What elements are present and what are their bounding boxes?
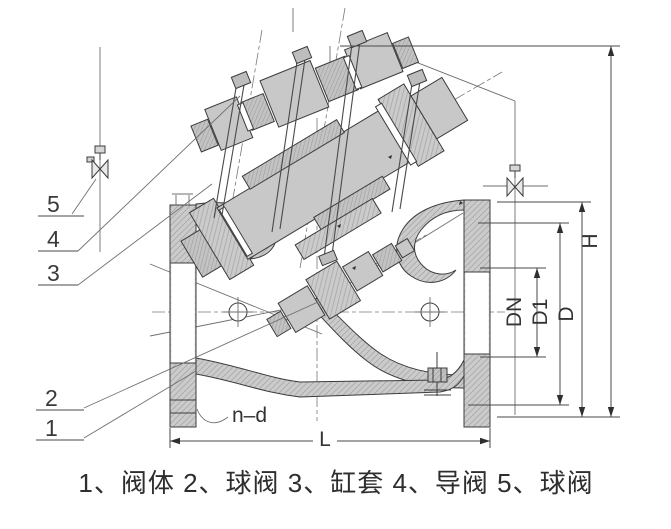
part-label-2: 2 (45, 385, 58, 411)
dim-label-D1: D1 (529, 299, 552, 326)
bolt-hole-circles (223, 297, 445, 327)
dimension-D: D (497, 201, 620, 418)
dimension-H: H (340, 45, 620, 417)
flange-bolt (424, 352, 451, 396)
part-label-5: 5 (47, 191, 60, 217)
dim-label-H: H (579, 233, 602, 248)
body-bottom-wall (195, 357, 465, 398)
dim-label-n-d: n–d (232, 404, 267, 427)
part-label-1: 1 (45, 415, 58, 441)
dim-label-D: D (555, 306, 578, 321)
dimension-D1: D1 (468, 222, 569, 406)
part-label-3: 3 (47, 260, 60, 286)
body-right-arm (396, 199, 465, 283)
ball-valve-left-symbol (86, 145, 109, 180)
part-label-4: 4 (47, 226, 60, 252)
ball-valve-right-symbol (506, 164, 524, 198)
cylinder-sleeve-assembly (180, 76, 469, 281)
dimension-DN: DN (480, 267, 546, 358)
drawing-caption: 1、阀体 2、球阀 3、缸套 4、导阀 5、球阀 (78, 468, 593, 498)
bolt-hole-callout: n–d (196, 404, 267, 427)
stud-nuts (230, 29, 428, 267)
dim-label-DN: DN (503, 297, 526, 327)
valve-body (169, 193, 491, 428)
tie-studs (213, 40, 421, 259)
part-leaders: 5 4 3 2 1 (36, 95, 319, 441)
dim-label-L: L (319, 428, 331, 451)
dimension-L: L (169, 423, 491, 451)
